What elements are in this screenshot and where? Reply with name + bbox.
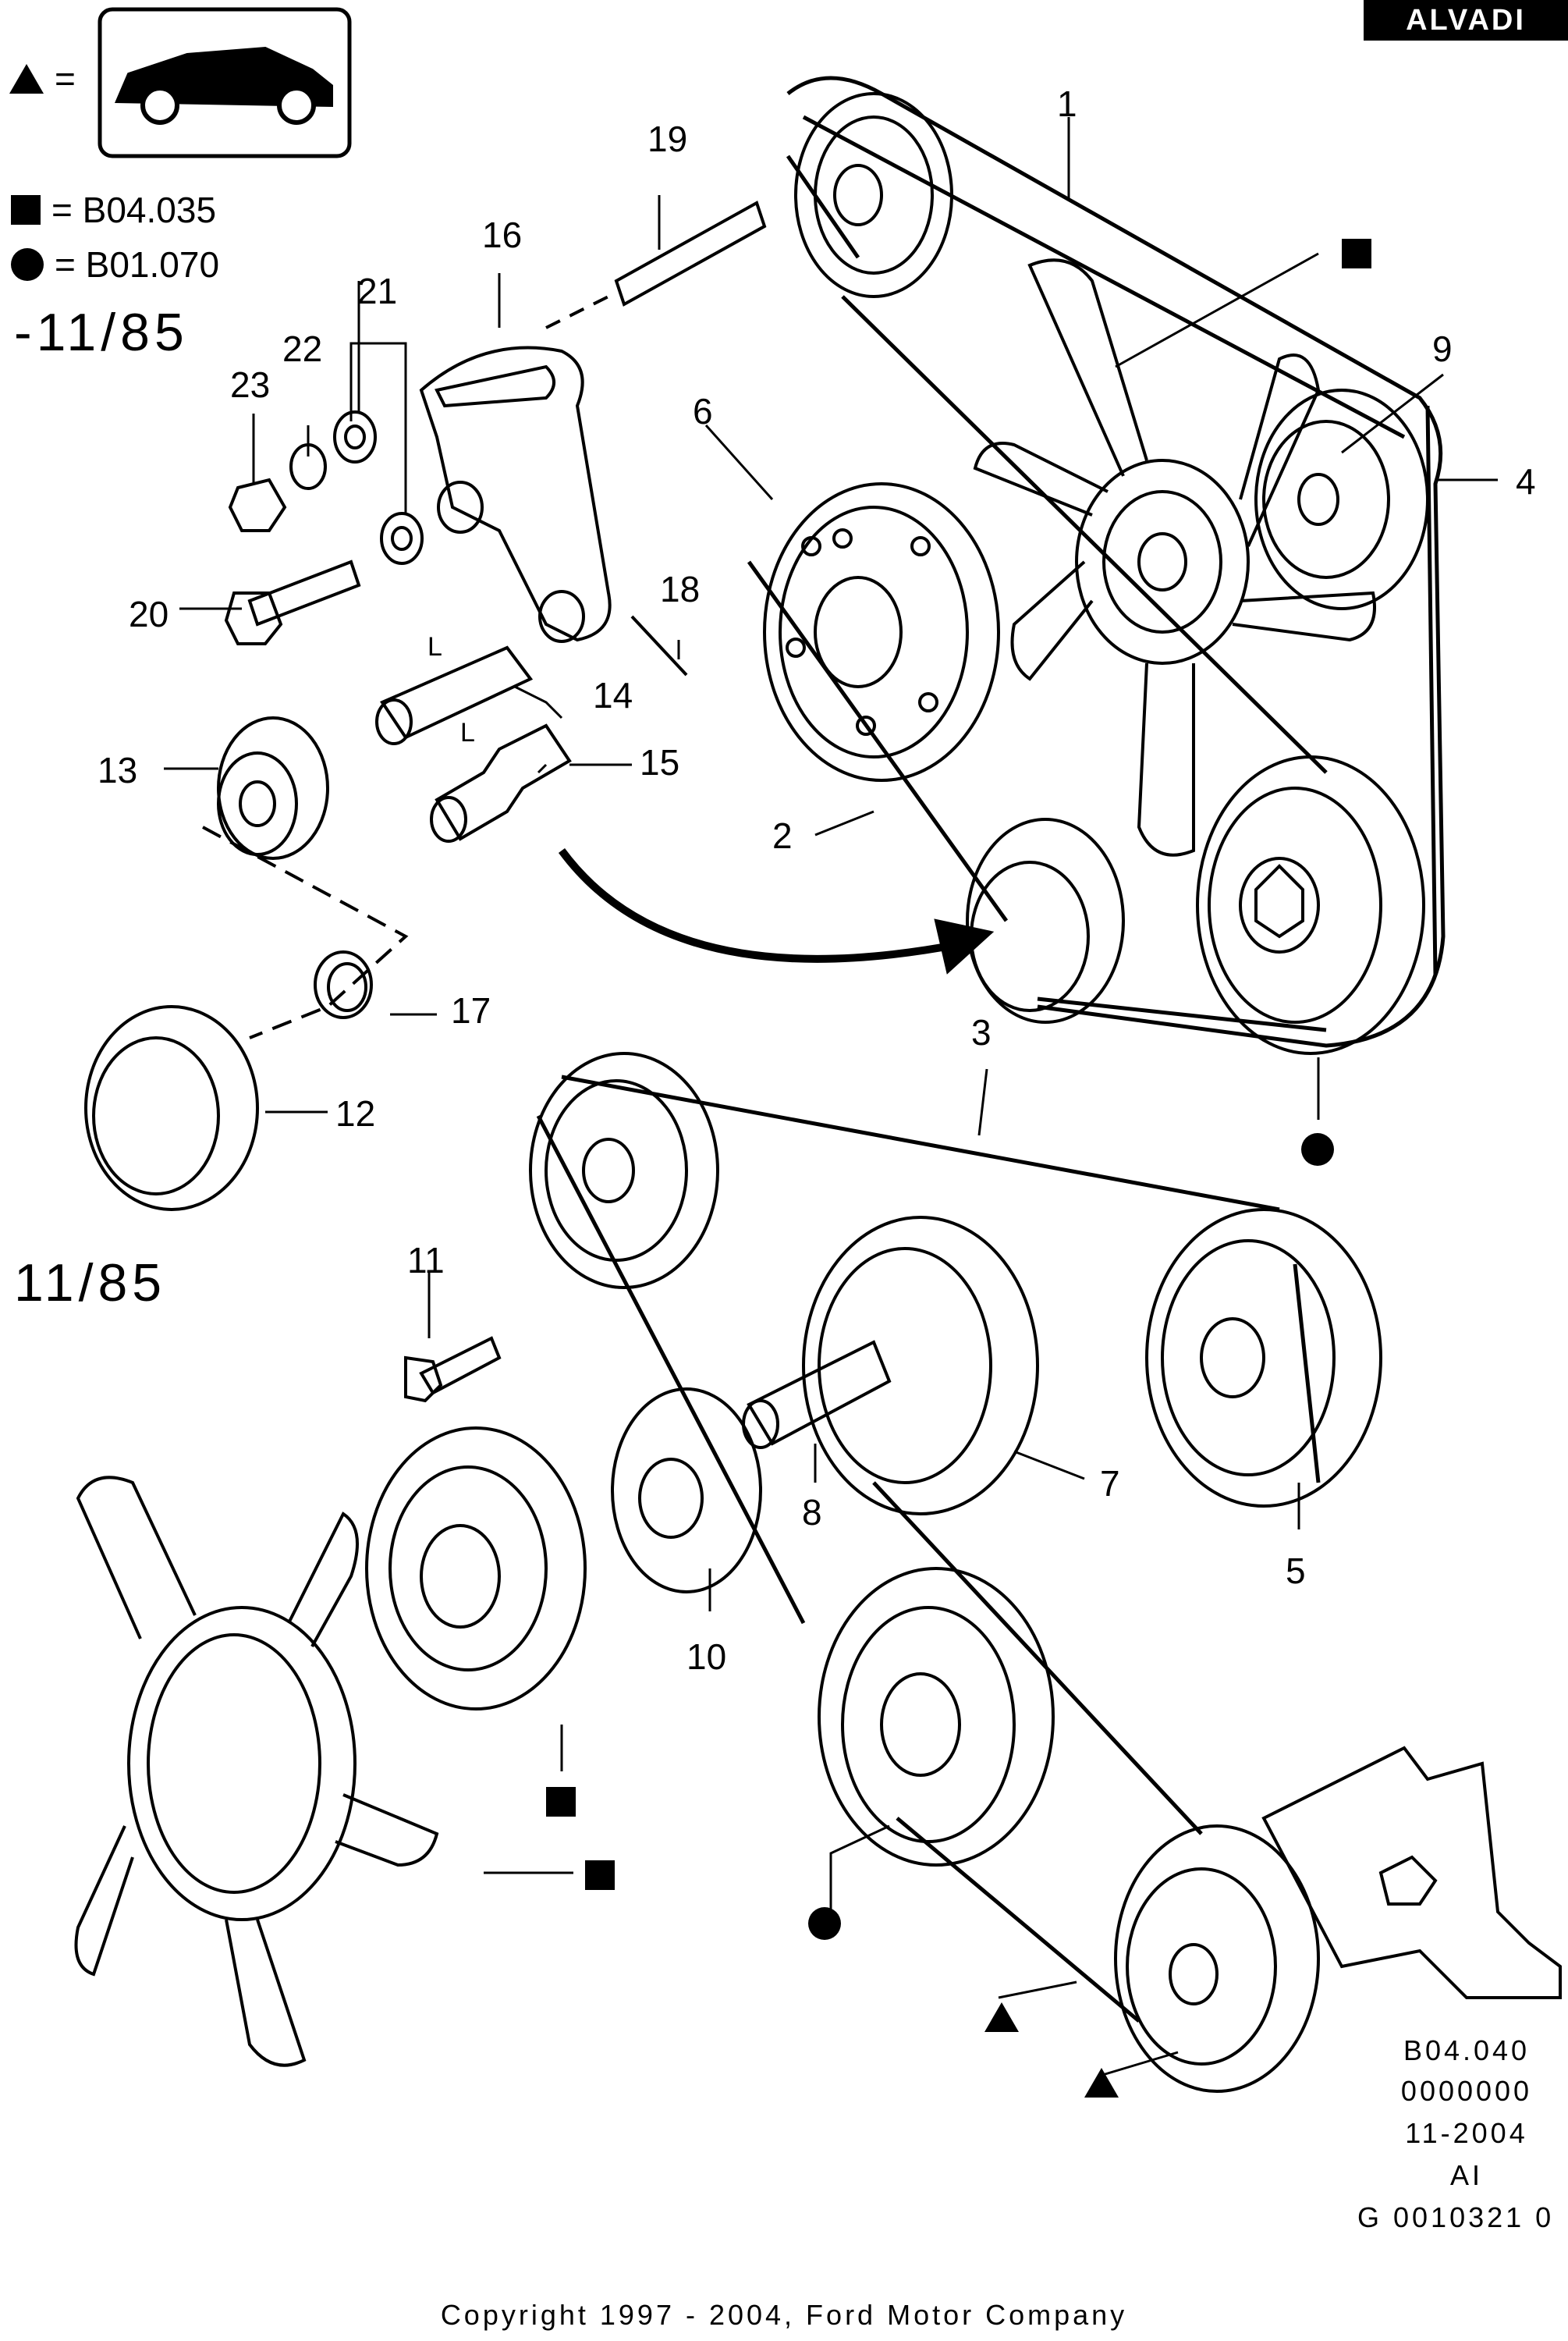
legend-triangle: = bbox=[9, 61, 76, 97]
assembly-arrow bbox=[558, 848, 960, 963]
pulley-12 bbox=[84, 1005, 259, 1211]
lower-belts bbox=[536, 1075, 1321, 2023]
part-label-16: 16 bbox=[482, 215, 523, 255]
triangle-icon bbox=[9, 64, 44, 94]
ref-doc-id: G 0010321 0 bbox=[1357, 2201, 1555, 2233]
part-label-18: 18 bbox=[660, 569, 701, 609]
ref-serial: 0000000 bbox=[1400, 2075, 1533, 2107]
part-label-14: 14 bbox=[593, 675, 633, 716]
bolt-11 bbox=[404, 1336, 502, 1403]
legend-circle-label: = B01.070 bbox=[55, 244, 220, 285]
upper-belts bbox=[747, 76, 1446, 1048]
part-label-12: 12 bbox=[335, 1093, 376, 1134]
callout-triangle-belt bbox=[984, 2002, 1019, 2032]
pulley-5 bbox=[1145, 1208, 1382, 1508]
part-label-2: 2 bbox=[772, 815, 793, 856]
part-label-9: 9 bbox=[1432, 329, 1453, 369]
stud-19 bbox=[545, 201, 767, 329]
callout-square-coupling bbox=[546, 1787, 576, 1817]
brand-logo: ALVADI bbox=[1364, 0, 1568, 41]
part-label-22: 22 bbox=[282, 329, 323, 369]
part-label-3: 3 bbox=[971, 1012, 992, 1053]
ref-date: 11-2004 bbox=[1405, 2117, 1528, 2149]
vehicle-icon bbox=[98, 7, 352, 158]
pulley-1 bbox=[794, 92, 953, 298]
part-label-17: 17 bbox=[451, 990, 491, 1031]
dimension-label-l-15: L bbox=[460, 718, 475, 748]
part-label-1: 1 bbox=[1057, 83, 1077, 124]
tensioner-bracket bbox=[419, 346, 612, 643]
leader-lines bbox=[164, 117, 1498, 2077]
part-label-5: 5 bbox=[1286, 1551, 1306, 1591]
part-label-15: 15 bbox=[640, 742, 680, 783]
water-pump bbox=[1261, 1746, 1562, 1999]
water-pump-pulley bbox=[1114, 1824, 1320, 2093]
square-icon bbox=[11, 195, 41, 225]
ring-17 bbox=[314, 950, 373, 1019]
bearing-13 bbox=[217, 716, 329, 860]
fan-lower bbox=[74, 1476, 439, 2067]
circle-icon bbox=[11, 248, 44, 281]
callout-triangle-pulley bbox=[1084, 2068, 1119, 2098]
viscous-coupling bbox=[365, 1426, 587, 1710]
pin-18 bbox=[630, 615, 688, 677]
ref-variant: AI bbox=[1449, 2159, 1483, 2191]
part-label-4: 4 bbox=[1516, 461, 1536, 502]
hub-10 bbox=[611, 1387, 762, 1593]
callout-square-upper bbox=[1342, 239, 1371, 268]
pulley-6 bbox=[763, 482, 1000, 782]
legend-circle: = B01.070 bbox=[11, 247, 219, 282]
legend-square-label: = B04.035 bbox=[51, 190, 217, 230]
callout-square-fan bbox=[585, 1860, 615, 1890]
legend-triangle-equals: = bbox=[55, 59, 76, 99]
part-label-11: 11 bbox=[407, 1240, 445, 1281]
dimension-label-l-14: L bbox=[427, 632, 442, 662]
pulley-9 bbox=[1254, 389, 1429, 610]
callout-circle-lower bbox=[808, 1907, 841, 1940]
part-label-7: 7 bbox=[1100, 1463, 1120, 1504]
cooling-fan bbox=[973, 258, 1376, 857]
part-label-23: 23 bbox=[230, 364, 271, 405]
ref-code: B04.040 bbox=[1403, 2034, 1531, 2066]
part-label-8: 8 bbox=[802, 1492, 822, 1533]
part-label-20: 20 bbox=[129, 594, 169, 634]
part-label-13: 13 bbox=[98, 750, 138, 790]
legend-square: = B04.035 bbox=[11, 192, 216, 228]
part-label-19: 19 bbox=[647, 119, 688, 159]
section-after-label: 11/85 bbox=[14, 1253, 167, 1313]
part-label-6: 6 bbox=[693, 391, 713, 432]
part-label-21: 21 bbox=[357, 271, 398, 311]
crank-pulley-lower bbox=[818, 1567, 1055, 1867]
sleeves-14-15 bbox=[375, 645, 572, 843]
alternator-pulley bbox=[1196, 755, 1425, 1055]
bolt-20 bbox=[224, 559, 361, 645]
copyright-notice: Copyright 1997 - 2004, Ford Motor Compan… bbox=[440, 2299, 1128, 2331]
idler-pulley bbox=[966, 818, 1125, 1024]
section-before-label: -11/85 bbox=[14, 303, 189, 362]
assembly-line bbox=[202, 826, 409, 1039]
pulley-3-top bbox=[529, 1052, 719, 1289]
pulley-7 bbox=[802, 1216, 1039, 1515]
part-label-10: 10 bbox=[686, 1636, 727, 1677]
callout-circle-upper bbox=[1301, 1133, 1334, 1166]
washers-21-22-23 bbox=[228, 410, 424, 565]
